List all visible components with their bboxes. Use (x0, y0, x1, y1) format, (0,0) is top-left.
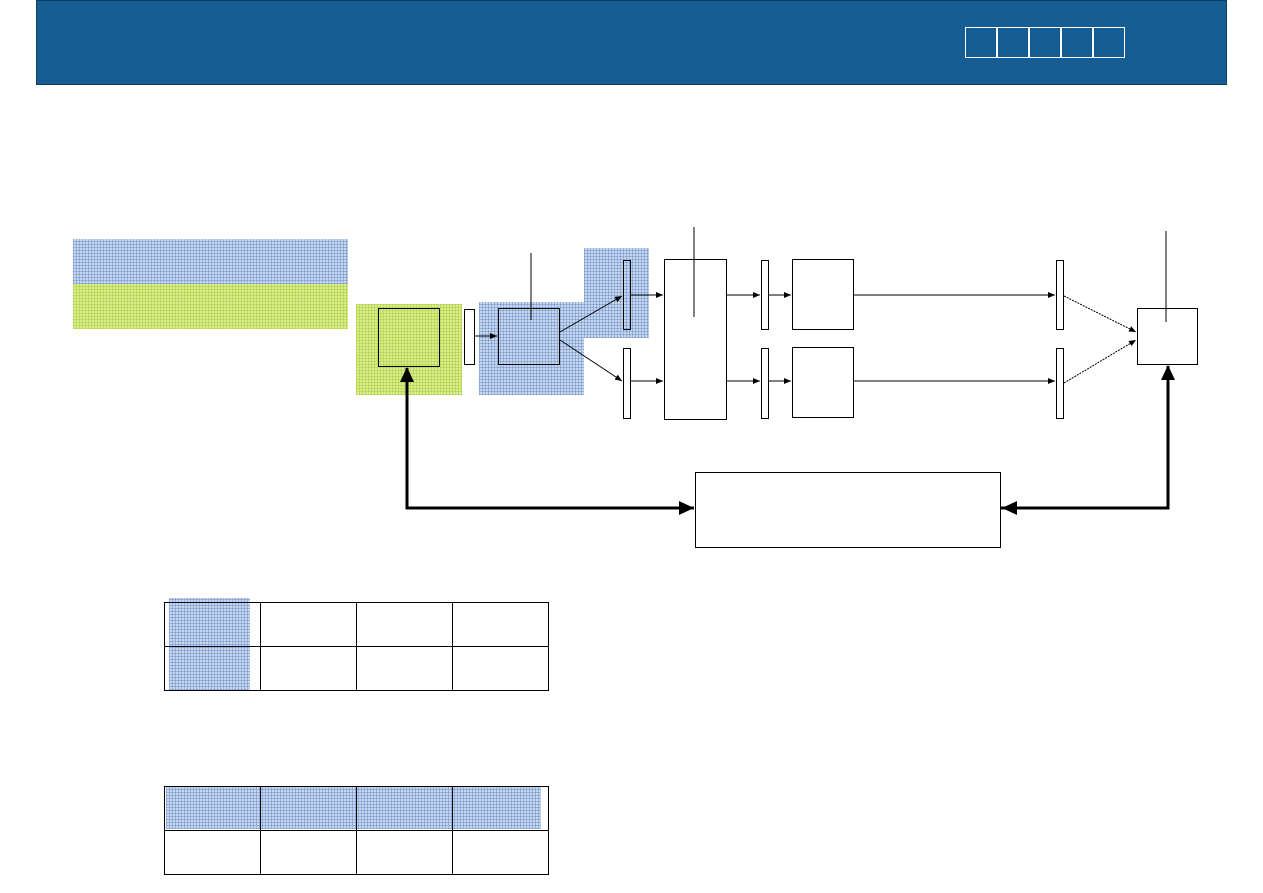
wire-splitter-to-lower (559, 339, 623, 382)
table-cell (356, 602, 453, 647)
table-cell (260, 646, 357, 691)
nav-box-2[interactable] (997, 27, 1029, 58)
table-row (164, 646, 549, 691)
controller-block (695, 472, 1001, 548)
lower-branch-bar (623, 348, 631, 419)
table-cell (452, 602, 549, 647)
table-header-cell (260, 786, 357, 831)
wire-lower-output-to-sink (1063, 339, 1137, 384)
legend-blue-band (73, 239, 348, 284)
upper-stage-bar (761, 260, 769, 330)
source-block (378, 308, 440, 367)
upper-output-bar (1056, 260, 1064, 330)
nav-box-1[interactable] (965, 27, 997, 58)
top-table (164, 602, 549, 691)
wire-splitter-to-upper (559, 295, 623, 333)
splitter-block (498, 308, 560, 365)
source-output-bar (464, 309, 475, 365)
table-cell (452, 830, 549, 875)
table-cell (356, 646, 453, 691)
table-cell (164, 646, 261, 691)
wire-controller-to-source (400, 367, 694, 510)
hub-block (664, 259, 727, 420)
table-cell (356, 830, 453, 875)
sink-block (1137, 308, 1198, 365)
table-cell (260, 602, 357, 647)
table-cell (164, 602, 261, 647)
bottom-table (164, 786, 549, 875)
table-header-cell (164, 786, 261, 831)
upper-branch-bar (623, 260, 631, 330)
table-cell (164, 830, 261, 875)
table-row (164, 602, 549, 647)
nav-box-4[interactable] (1061, 27, 1093, 58)
lower-module-block (792, 347, 854, 418)
table-row (164, 830, 549, 875)
table-header-row (164, 786, 549, 831)
table-cell (260, 830, 357, 875)
wire-controller-to-sink (1001, 365, 1175, 510)
table-header-cell (356, 786, 453, 831)
wire-upper-output-to-sink (1063, 295, 1137, 333)
nav-box-5[interactable] (1093, 27, 1125, 58)
table-cell (452, 646, 549, 691)
nav-box-3[interactable] (1029, 27, 1061, 58)
table-header-cell (452, 786, 549, 831)
blue-highlight-region-branch (584, 248, 649, 338)
upper-module-block (792, 259, 854, 330)
lower-stage-bar (761, 348, 769, 419)
lower-output-bar (1056, 348, 1064, 419)
legend-green-band (73, 284, 348, 329)
